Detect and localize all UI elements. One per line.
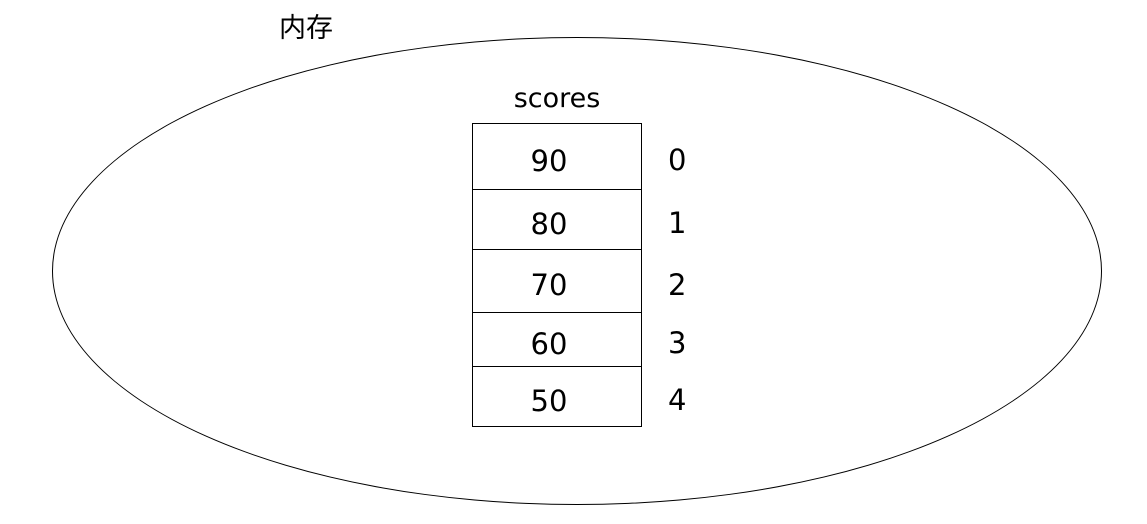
array-cell-value: 80 [530, 206, 568, 241]
array-cell: 50 [473, 367, 641, 427]
array-cell: 90 [473, 124, 641, 190]
array-name-label: scores [513, 83, 601, 114]
array-cell-value: 70 [530, 268, 568, 302]
array-cell: 70 [473, 250, 641, 313]
array-cell-value: 50 [530, 383, 568, 418]
array-table: 90 80 70 60 50 [472, 123, 642, 427]
memory-ellipse-shape [52, 37, 1102, 505]
array-cell: 80 [473, 190, 641, 250]
array-index-value: 3 [668, 326, 687, 360]
array-index-value: 4 [668, 383, 687, 417]
array-index-value: 1 [668, 206, 687, 240]
memory-label: 内存 [279, 13, 333, 44]
array-index-value: 0 [668, 143, 687, 177]
array-index-column: 0 1 2 3 4 [660, 123, 700, 426]
array-index-value: 2 [668, 267, 687, 302]
array-cell-value: 60 [530, 326, 568, 361]
array-cell-value: 90 [530, 143, 568, 178]
array-index-label: 2 [660, 249, 700, 312]
array-cell: 60 [473, 313, 641, 367]
array-index-label: 4 [660, 366, 700, 426]
array-index-label: 1 [660, 189, 700, 249]
array-index-label: 0 [660, 123, 700, 189]
array-index-label: 3 [660, 312, 700, 366]
